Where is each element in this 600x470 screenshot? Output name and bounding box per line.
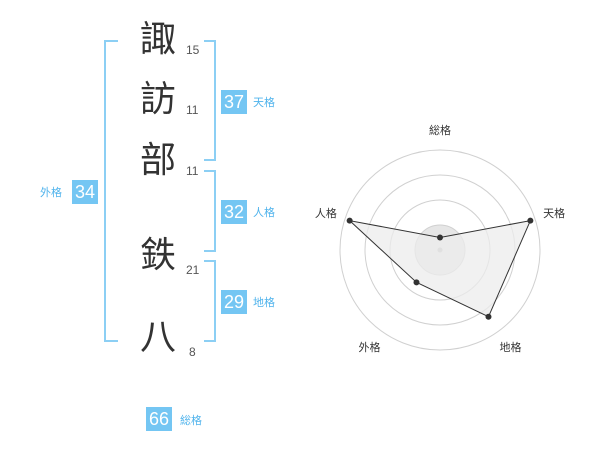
gaikaku-bracket [104, 40, 118, 342]
radar-axis-label-5: 人格 [315, 206, 337, 220]
name-char-1: 諏 [140, 19, 177, 60]
stroke-count-2: 11 [186, 103, 199, 117]
name-char-5: 八 [140, 317, 177, 358]
jinkaku-value-badge: 32 [221, 200, 247, 224]
name-char-4: 鉄 [140, 235, 177, 276]
chikaku-label: 地格 [253, 296, 275, 309]
jinkaku-bracket [204, 170, 216, 252]
chikaku-bracket [204, 260, 216, 342]
radar-axis-label-2: 天格 [543, 206, 565, 220]
chikaku-value-badge: 29 [221, 290, 247, 314]
radar-axis-label-3: 地格 [500, 340, 522, 354]
radar-axis-label-1: 総格 [429, 123, 451, 137]
radar-axis-label-4: 外格 [358, 340, 380, 354]
radar-point-3 [485, 313, 492, 320]
tenkaku-value-badge: 37 [221, 90, 247, 114]
name-char-3: 部 [140, 140, 177, 181]
stroke-count-1: 15 [186, 43, 200, 57]
jinkaku-label: 人格 [253, 206, 275, 219]
soukaku-value-badge: 66 [146, 407, 172, 431]
radar-ring [339, 149, 541, 351]
soukaku-label: 総格 [180, 414, 202, 427]
radar-point-1 [437, 234, 443, 241]
radar-point-4 [413, 279, 420, 286]
gaikaku-value-badge: 34 [72, 180, 98, 204]
tenkaku-bracket [204, 40, 216, 161]
radar-area [348, 219, 532, 318]
stroke-count-5: 8 [189, 345, 196, 359]
gaikaku-label: 外格 [40, 186, 62, 199]
stroke-count-4: 21 [186, 263, 200, 277]
tenkaku-label: 天格 [253, 96, 275, 109]
radar-point-5 [346, 217, 353, 224]
stroke-count-3: 11 [186, 164, 199, 178]
radar-point-2 [527, 217, 534, 224]
name-char-2: 訪 [140, 79, 177, 120]
radar-points [346, 217, 534, 320]
